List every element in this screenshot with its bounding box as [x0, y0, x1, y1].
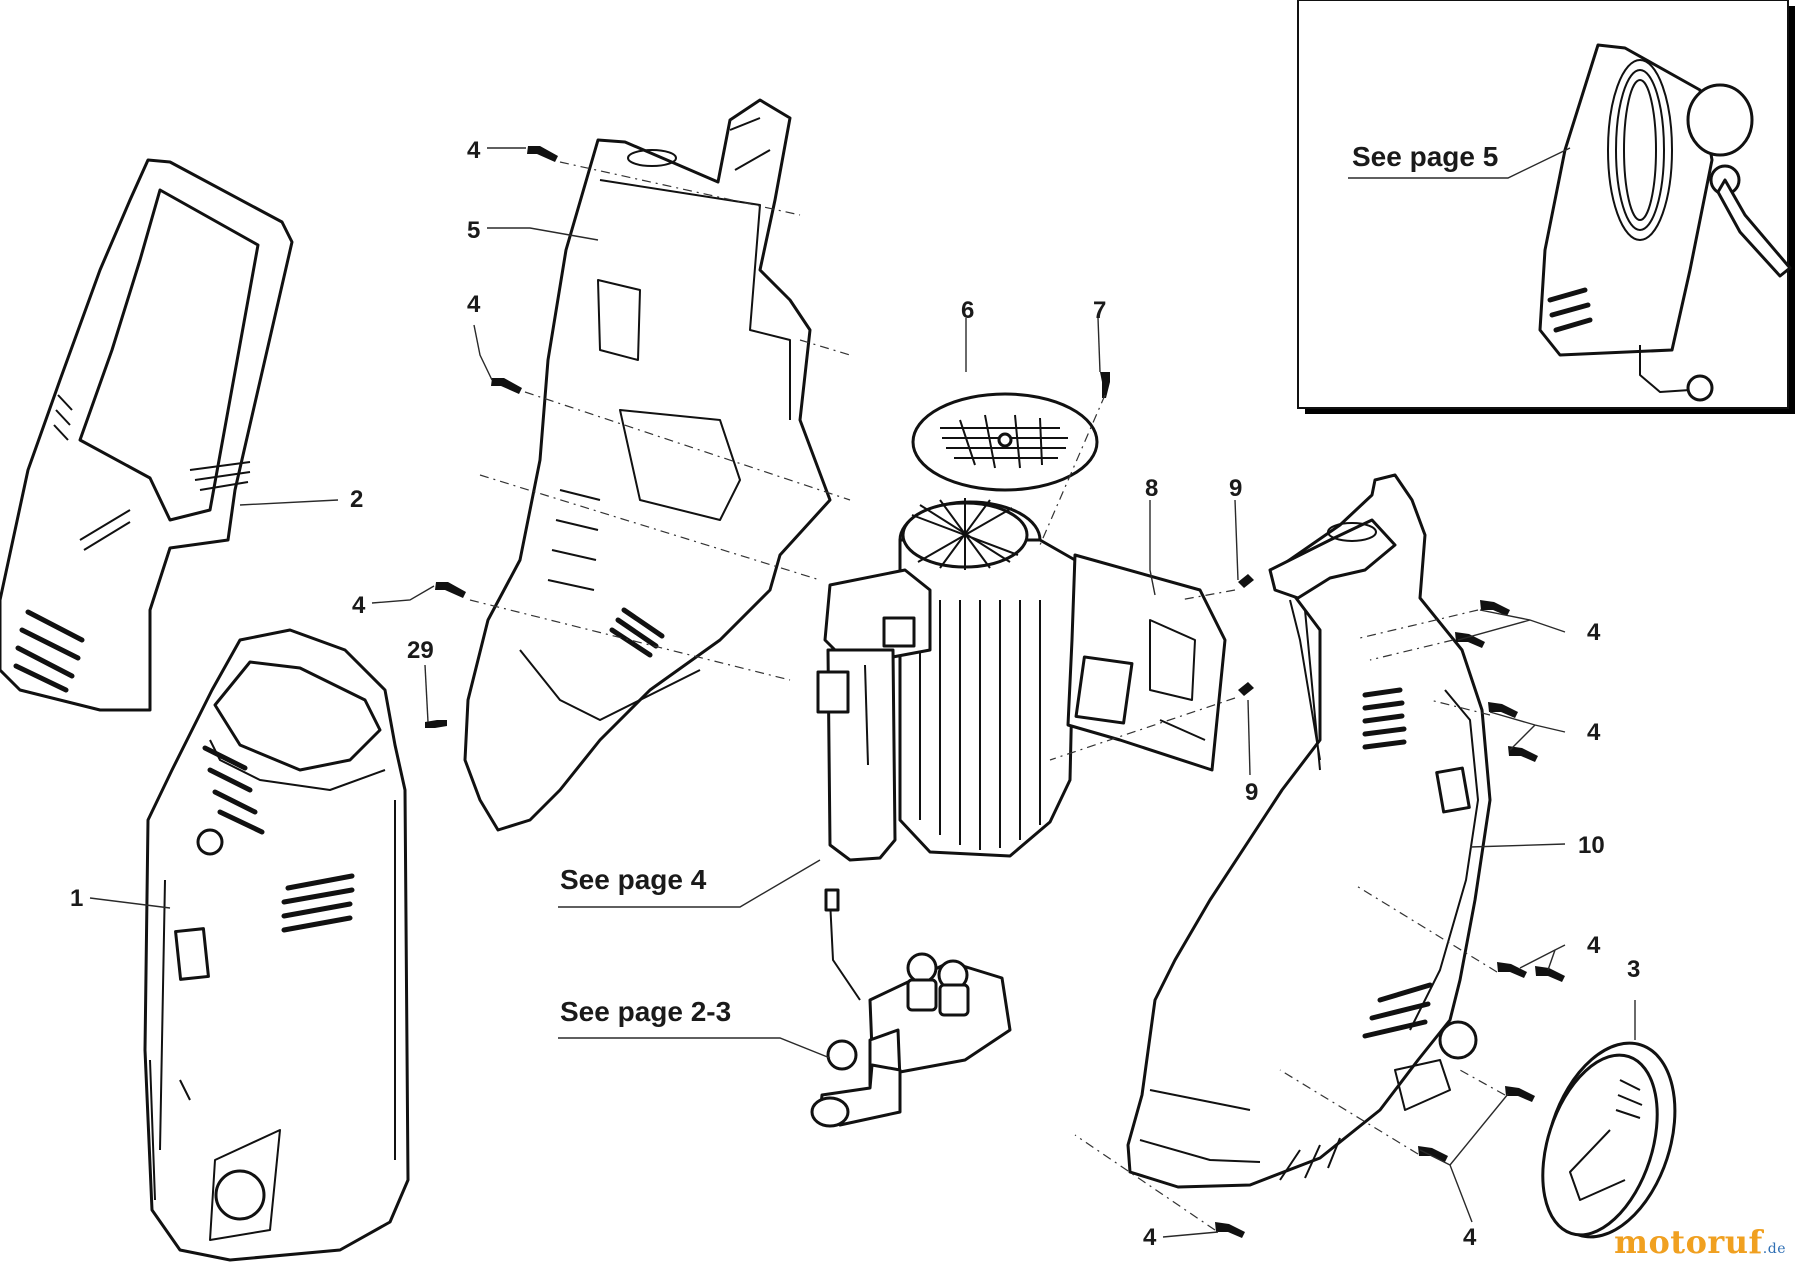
label-part-4-b: 4 [467, 291, 481, 318]
label-part-1: 1 [70, 885, 83, 912]
label-part-9-a: 9 [1229, 475, 1242, 502]
label-part-9-b: 9 [1245, 779, 1258, 806]
label-part-4-d: 4 [1587, 619, 1601, 646]
label-part-4-f: 4 [1587, 932, 1601, 959]
part-5-rear-housing [463, 98, 832, 832]
part-2-handle-cover [0, 158, 294, 712]
part-1-front-cover [143, 628, 410, 1262]
part-labels: 4 5 4 4 29 2 1 6 7 8 9 9 4 4 10 4 3 4 4 [70, 137, 1640, 1251]
part-10-rear-frame [1126, 473, 1492, 1189]
label-part-8: 8 [1145, 475, 1158, 502]
inset-box: See page 5 [1297, 0, 1795, 414]
pump-assembly [810, 888, 1012, 1128]
watermark-suffix: .de [1762, 1241, 1786, 1257]
label-part-10: 10 [1578, 832, 1605, 859]
label-part-4-g: 4 [1463, 1224, 1477, 1251]
label-part-29: 29 [407, 637, 434, 664]
part-3-wheel [1541, 1041, 1677, 1239]
label-part-2: 2 [350, 486, 363, 513]
label-part-4-c: 4 [352, 592, 366, 619]
ref-see-page-4: See page 4 [560, 864, 707, 895]
label-part-4-h: 4 [1143, 1224, 1157, 1251]
label-part-4-a: 4 [467, 137, 481, 164]
label-part-4-e: 4 [1587, 719, 1601, 746]
watermark-main: motoruf [1614, 1223, 1763, 1261]
part-6-fan-cover [911, 392, 1099, 492]
label-part-5: 5 [467, 217, 480, 244]
label-part-7: 7 [1093, 297, 1106, 324]
ref-see-page-2-3: See page 2-3 [560, 996, 731, 1027]
hose-reel-assembly [1538, 43, 1792, 402]
ref-see-page-5: See page 5 [1352, 141, 1498, 172]
leader-lines [89, 147, 1636, 1238]
screws [425, 146, 1565, 1238]
motor-assembly [816, 498, 1077, 862]
label-part-6: 6 [961, 297, 974, 324]
alignment-lines [469, 161, 1506, 1231]
label-part-3: 3 [1627, 956, 1640, 983]
watermark-logo: motoruf.de [1614, 1223, 1786, 1261]
part-8-motor-bracket [1066, 553, 1227, 772]
leader-see-page-5 [1348, 147, 1571, 179]
